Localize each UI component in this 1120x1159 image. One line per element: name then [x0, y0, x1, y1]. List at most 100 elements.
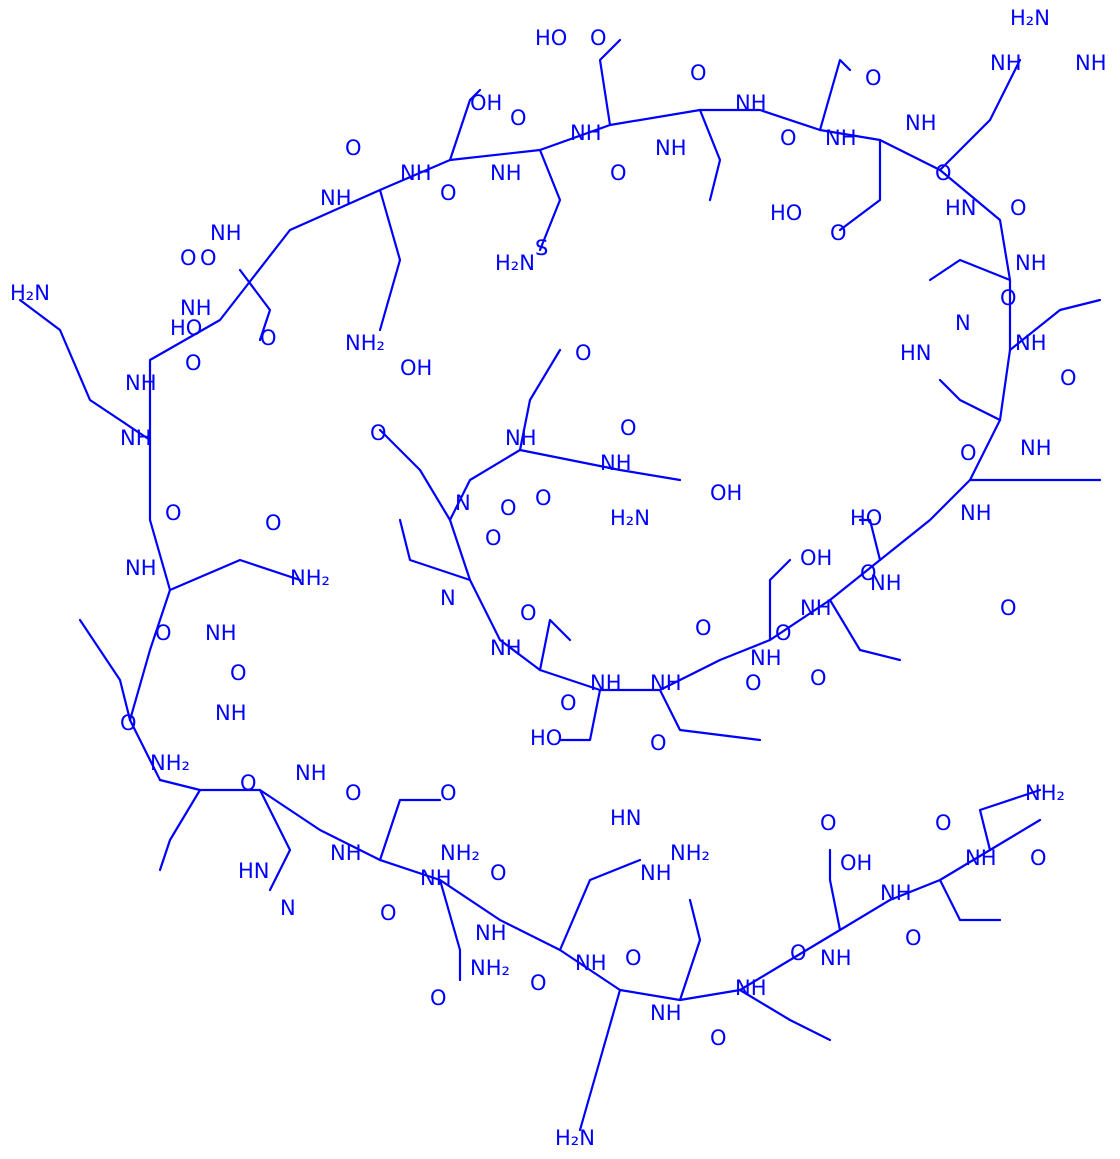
bond: [158, 788, 202, 872]
atom-label-nh: NH: [420, 866, 452, 890]
atom-label-n: N: [440, 586, 456, 610]
atom-label-nh: NH: [735, 91, 767, 115]
bond: [258, 788, 292, 892]
bond: [558, 858, 642, 952]
atom-label-nh: NH: [205, 621, 237, 645]
bond: [538, 148, 562, 252]
atom-label-nh: NH: [490, 161, 522, 185]
atom-label-nh: NH: [650, 671, 682, 695]
atom-label-o: O: [345, 136, 362, 160]
bond: [938, 58, 1022, 172]
bond: [598, 38, 622, 127]
bond: [578, 988, 622, 1132]
atom-label-nh: NH: [320, 186, 352, 210]
atom-label-nh: NH: [880, 881, 912, 905]
atom-label-h2n: H₂N: [610, 506, 650, 530]
atom-label-o: O: [905, 926, 922, 950]
bond: [938, 878, 1002, 922]
atom-label-o: O: [960, 441, 977, 465]
atom-label-nh: NH: [965, 846, 997, 870]
atom-label-n: N: [455, 491, 471, 515]
atom-label-o: O: [440, 781, 457, 805]
atom-label-hn: HN: [945, 196, 977, 220]
atom-label-o: O: [240, 771, 257, 795]
atom-label-nh: NH: [800, 596, 832, 620]
atom-label-o: O: [230, 661, 247, 685]
atom-label-nh: NH: [750, 646, 782, 670]
atom-label-o: O: [510, 106, 527, 130]
atom-label-o: O: [1010, 196, 1027, 220]
atom-label-o: O: [1060, 366, 1077, 390]
bond: [738, 988, 832, 1042]
atom-label-o: O: [345, 781, 362, 805]
bond: [78, 618, 132, 722]
atom-label-h2n: H₂N: [10, 281, 50, 305]
atom-label-o: O: [380, 901, 397, 925]
atom-label-o: O: [780, 126, 797, 150]
bond: [678, 898, 702, 1002]
atom-label-nh: NH: [125, 556, 157, 580]
atom-label-nh: NH: [1020, 436, 1052, 460]
atom-label-o: O: [610, 161, 627, 185]
atom-label-o: O: [935, 811, 952, 835]
atom-label-nh2: NH₂: [670, 841, 710, 865]
atom-label-o: O: [485, 526, 502, 550]
atom-label-o: O: [165, 501, 182, 525]
bond: [448, 88, 482, 162]
atom-label-o: O: [710, 1026, 727, 1050]
atom-label-nh: NH: [655, 136, 687, 160]
atom-label-hn: HN: [610, 806, 642, 830]
atom-label-h2n: H₂N: [555, 1126, 595, 1150]
atom-label-h2n: H₂N: [495, 251, 535, 275]
atom-label-o: O: [935, 161, 952, 185]
atom-label-o: O: [440, 181, 457, 205]
atom-label-o: O: [490, 861, 507, 885]
atom-label-o: O: [575, 341, 592, 365]
atom-label-ho: HO: [170, 316, 202, 340]
atom-label-o: O: [865, 66, 882, 90]
bond: [828, 598, 902, 662]
atom-label-o: O: [625, 946, 642, 970]
atom-label-nh: NH: [640, 861, 672, 885]
atom-label-h2n: H₂N: [1010, 6, 1050, 30]
atom-label-o: O: [1030, 846, 1047, 870]
atom-label-nh: NH: [125, 371, 157, 395]
bond: [378, 188, 402, 332]
bond: [828, 848, 842, 932]
atom-label-o: O: [690, 61, 707, 85]
atom-label-nh: NH: [590, 671, 622, 695]
atom-label-ho: HO: [535, 26, 567, 50]
atom-label-oh: OH: [400, 356, 432, 380]
bond: [838, 138, 882, 232]
atom-label-n: N: [280, 896, 296, 920]
bond: [128, 108, 1012, 782]
atom-label-o: O: [560, 691, 577, 715]
atom-label-nh2: NH₂: [470, 956, 510, 980]
atom-label-nh: NH: [820, 946, 852, 970]
atom-label-nh: NH: [210, 221, 242, 245]
atom-label-o: O: [830, 221, 847, 245]
bond: [938, 378, 1002, 422]
atom-label-o: O: [120, 711, 137, 735]
bond: [768, 558, 792, 642]
atom-label-nh: NH: [295, 761, 327, 785]
bond: [18, 298, 152, 442]
bond: [238, 268, 272, 342]
atom-label-ho: HO: [850, 506, 882, 530]
atom-label-s: S: [535, 236, 548, 260]
atom-label-o: O: [745, 671, 762, 695]
atom-label-nh: NH: [1015, 251, 1047, 275]
atom-label-nh: NH: [870, 571, 902, 595]
atom-label-o: O: [695, 616, 712, 640]
atom-label-o: O: [430, 986, 447, 1010]
atom-label-nh: NH: [505, 426, 537, 450]
backbone-bonds: [18, 38, 1102, 1132]
bond: [378, 428, 452, 522]
bond: [558, 688, 602, 742]
bond: [658, 688, 762, 742]
atom-label-oh: OH: [470, 91, 502, 115]
atom-label-ho: HO: [530, 726, 562, 750]
atom-label-o: O: [535, 486, 552, 510]
